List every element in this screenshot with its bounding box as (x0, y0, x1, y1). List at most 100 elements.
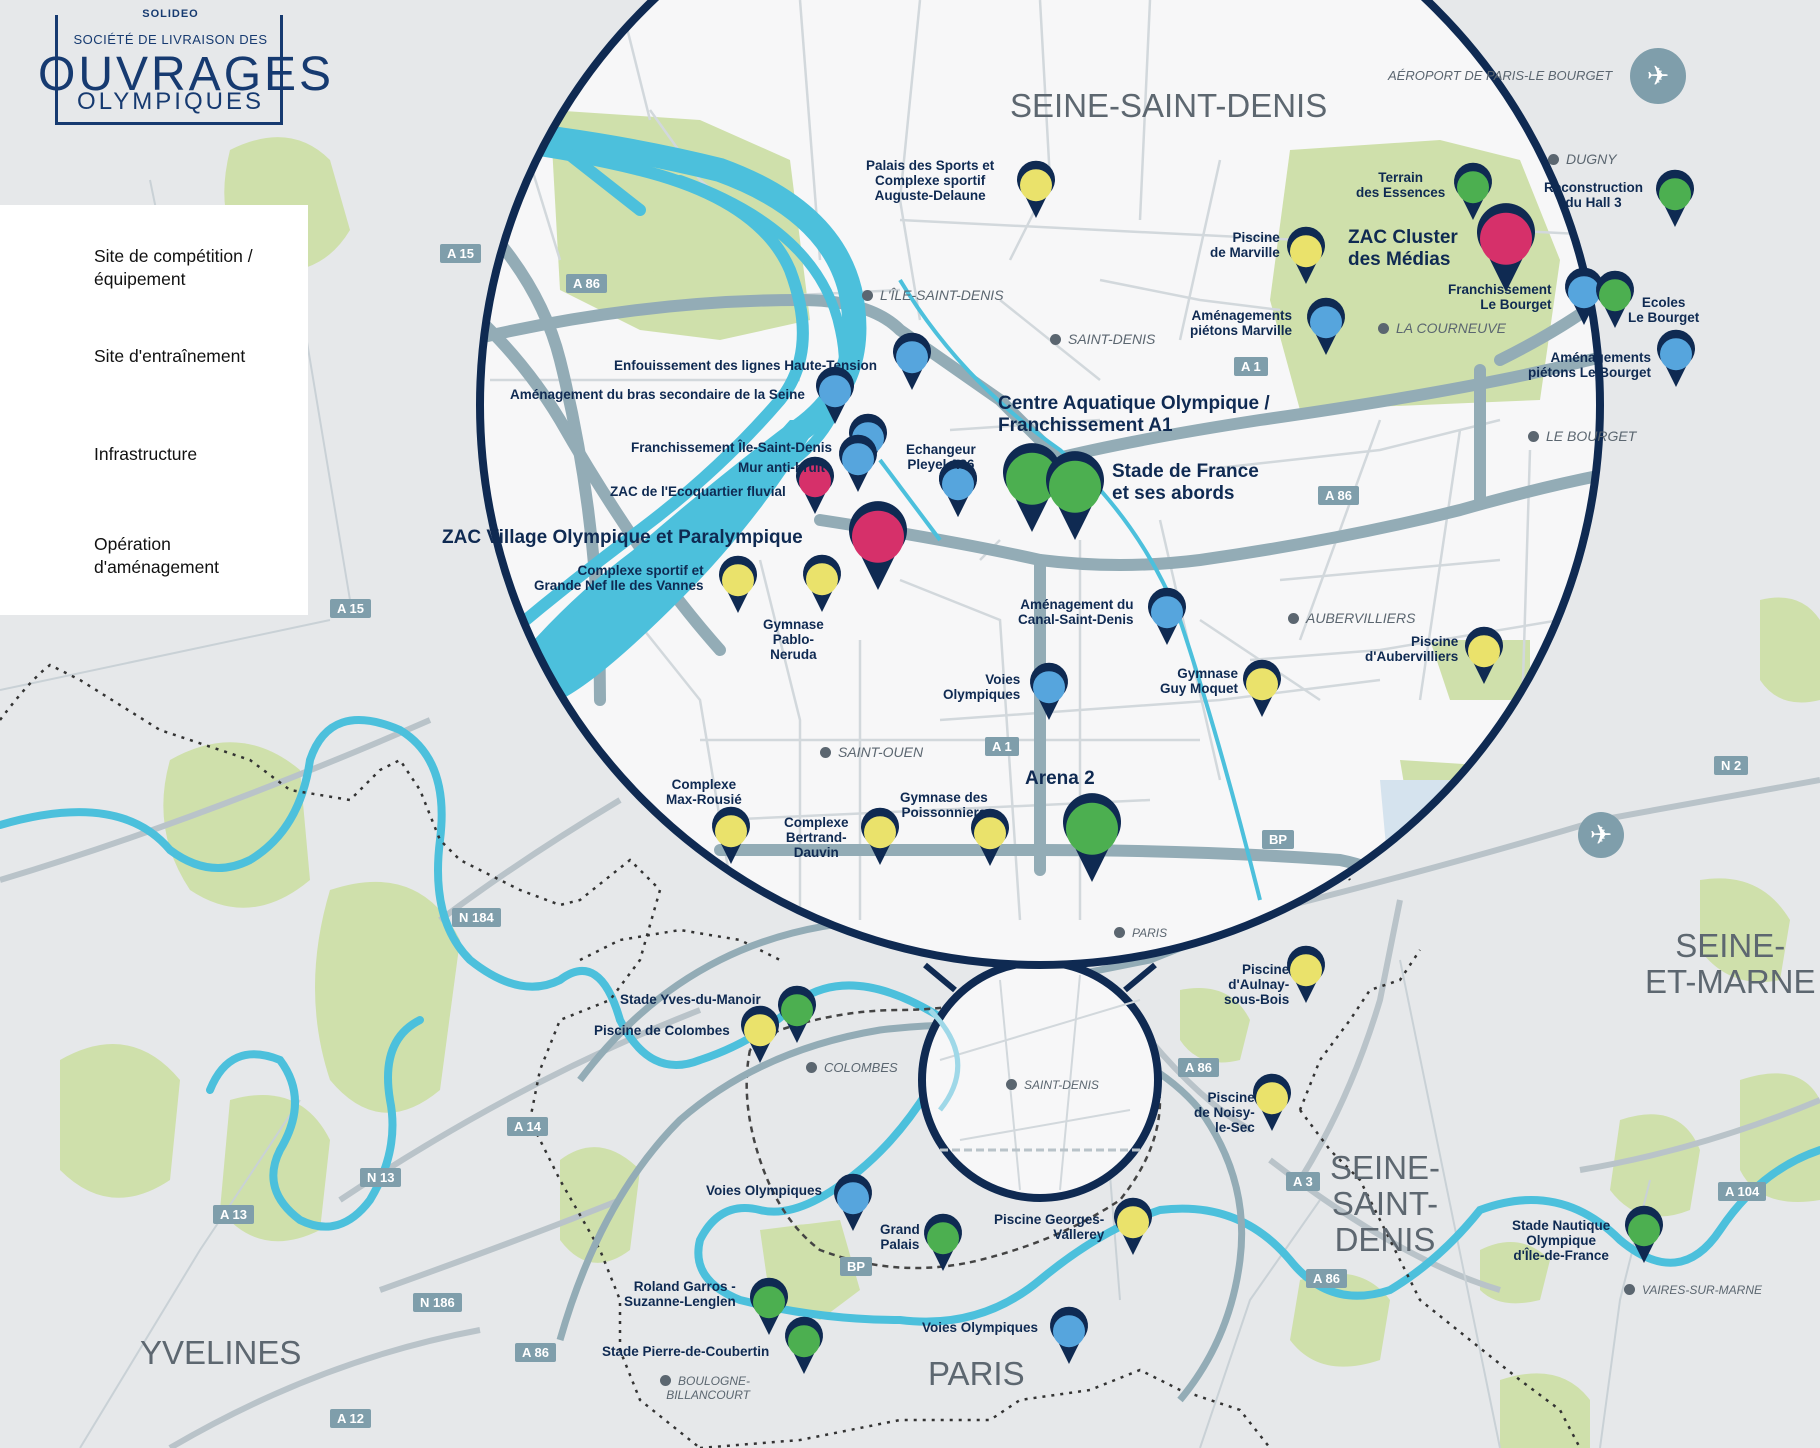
road-a15-zoom: A 15 (440, 244, 481, 263)
legend-infrastructure-label: Infrastructure (94, 444, 198, 464)
dept-seine-saint-denis-bottom: SEINE- SAINT- DENIS (1330, 1149, 1441, 1258)
pin-competition (1625, 1205, 1663, 1263)
pin-training (970, 808, 1009, 866)
road-a86-zoom: A 86 (566, 274, 607, 293)
road-a104: A 104 (1718, 1182, 1767, 1201)
pin-infrastructure (893, 332, 931, 390)
place-boulogne-billancourt: BOULOGNE- BILLANCOURT (660, 1374, 750, 1402)
pin-competition (1453, 162, 1492, 220)
place-dugny: DUGNY (1548, 151, 1617, 167)
pin-competition (778, 985, 816, 1043)
place-la-courneuve: LA COURNEUVE (1378, 320, 1506, 336)
zoom-circle-border (476, 0, 1604, 969)
pin-development (849, 501, 907, 590)
pin-training (1287, 945, 1325, 1003)
dept-paris: PARIS (928, 1355, 1025, 1392)
airport-icon: ✈ (1630, 48, 1686, 104)
road-a3: A 3 (1286, 1172, 1320, 1191)
place-paris-small: PARIS (1114, 926, 1167, 940)
pin-infrastructure (1657, 329, 1695, 387)
road-a86-zoom-right: A 86 (1318, 486, 1359, 505)
place-le-bourget: LE BOURGET (1528, 428, 1636, 444)
road-a1-zoom-bottom: A 1 (985, 737, 1019, 756)
road-a12: A 12 (330, 1409, 371, 1428)
road-bp-zoom: BP (1262, 830, 1295, 849)
label-max-rousie: Complexe Max-Rousié (666, 777, 742, 807)
place-vaires-sur-marne: VAIRES-SUR-MARNE (1624, 1283, 1762, 1297)
label-piscine-aulnay: Piscine d'Aulnay- sous-Bois (1224, 962, 1290, 1007)
pin-development (1476, 203, 1535, 292)
pin-infrastructure (1050, 1306, 1089, 1364)
label-palais-des-sports: Palais des Sports et Complexe sportif Au… (866, 158, 995, 203)
label-piscine-marville: Piscine de Marville (1210, 230, 1280, 260)
pin-training (1287, 226, 1325, 284)
logo-top-text: SOLIDEO (142, 8, 199, 20)
label-canal-saint-denis: Aménagement du Canal-Saint-Denis (1018, 597, 1134, 627)
label-piscine-aubervilliers: Piscine d'Aubervilliers (1365, 634, 1459, 664)
logo-main-text: OUVRAGES (38, 48, 335, 101)
pin-competition (1596, 270, 1634, 328)
pin-infrastructure (816, 366, 854, 424)
solideo-logo: SOLIDEO SOCIÉTÉ DE LIVRAISON DES OUVRAGE… (38, 5, 335, 125)
label-gymnase-guy-moquet: Gymnase Guy Moquet (1160, 666, 1238, 696)
pin-infrastructure (839, 434, 878, 492)
road-a1-zoom-top: A 1 (1234, 357, 1268, 376)
label-georges-vallerey: Piscine Georges- Vallerey (994, 1212, 1105, 1242)
logo-sub-text: OLYMPIQUES (77, 88, 264, 115)
label-piscine-colombes: Piscine de Colombes (594, 1023, 730, 1038)
pin-training (741, 1005, 779, 1063)
place-saint-denis-lower: SAINT-DENIS (1006, 1078, 1099, 1092)
pin-infrastructure (834, 1173, 872, 1231)
road-a86-outer: A 86 (1178, 1058, 1219, 1077)
road-a15-outer: A 15 (330, 599, 371, 618)
label-franchissement-le-bourget: Franchissement Le Bourget (1448, 282, 1552, 312)
legend-development-label: Opération d'aménagement (94, 534, 219, 577)
label-ecoles-le-bourget: Ecoles Le Bourget (1628, 295, 1700, 325)
road-n2: N 2 (1714, 756, 1749, 775)
pin-training (803, 554, 842, 612)
label-voies-olympiques-2: Voies Olympiques (922, 1320, 1039, 1335)
label-amenagements-le-bourget: Aménagements piétons Le Bourget (1528, 350, 1652, 380)
dept-seine-saint-denis-top: SEINE-SAINT-DENIS (1010, 87, 1328, 124)
road-bp-outer: BP (840, 1257, 873, 1276)
label-gymnase-poissonniers: Gymnase des Poissonniers (900, 790, 988, 820)
pin-competition (784, 1316, 823, 1374)
label-zac-cluster-medias: ZAC Cluster des Médias (1348, 227, 1458, 270)
pin-competition (1002, 443, 1061, 532)
dept-seine-et-marne: SEINE- ET-MARNE (1645, 927, 1816, 1000)
legend-competition-label: Site de compétition / équipement (94, 246, 253, 289)
road-a14: A 14 (507, 1117, 548, 1136)
road-a86-south: A 86 (1306, 1269, 1347, 1288)
place-saint-ouen: SAINT-OUEN (820, 744, 923, 760)
place-aubervilliers: AUBERVILLIERS (1288, 610, 1415, 626)
airport-icon-small: ✈ (1578, 812, 1624, 858)
pin-training (860, 807, 899, 865)
pin-training (1242, 659, 1281, 717)
pin-competition (1046, 451, 1104, 540)
pin-training (719, 555, 757, 613)
label-centre-aquatique: Centre Aquatique Olympique / Franchissem… (998, 393, 1270, 436)
label-bertrand-dauvin: Complexe Bertrand- Dauvin (784, 815, 849, 860)
pin-competition (924, 1213, 962, 1271)
label-echangeur-pleyel: Echangeur Pleyel A86 (906, 442, 976, 472)
label-terrain-des-essences: Terrain des Essences (1356, 170, 1446, 200)
pin-training (1113, 1197, 1152, 1255)
logo-line-text: SOCIÉTÉ DE LIVRAISON DES (73, 32, 268, 47)
place-ile-saint-denis: L'ÎLE-SAINT-DENIS (862, 287, 1004, 303)
label-voies-olympiques-zoom: Voies Olympiques (943, 672, 1021, 702)
label-franchissement-isd: Franchissement Île-Saint-Denis (631, 440, 833, 455)
logo-frame (55, 15, 283, 125)
legend-training-label: Site d'entraînement (94, 346, 246, 366)
paris-border (745, 995, 1162, 1270)
label-roland-garros: Roland Garros - Suzanne-Lenglen (624, 1279, 736, 1309)
pin-competition (1656, 169, 1694, 227)
label-stade-nautique: Stade Nautique Olympique d'Île-de-France (1512, 1218, 1611, 1263)
label-grand-palais: Grand Palais (880, 1222, 920, 1252)
pin-infrastructure (938, 459, 977, 517)
pin-training (712, 806, 751, 864)
label-complexe-vannes: Complexe sportif et Grande Nef Ile des V… (534, 563, 704, 593)
airport-label: AÉROPORT DE PARIS-LE BOURGET (1388, 68, 1613, 83)
label-enfouissement: Enfouissement des lignes Haute-Tension (614, 358, 878, 373)
road-n184: N 184 (452, 908, 501, 927)
pin-training (1016, 160, 1055, 218)
